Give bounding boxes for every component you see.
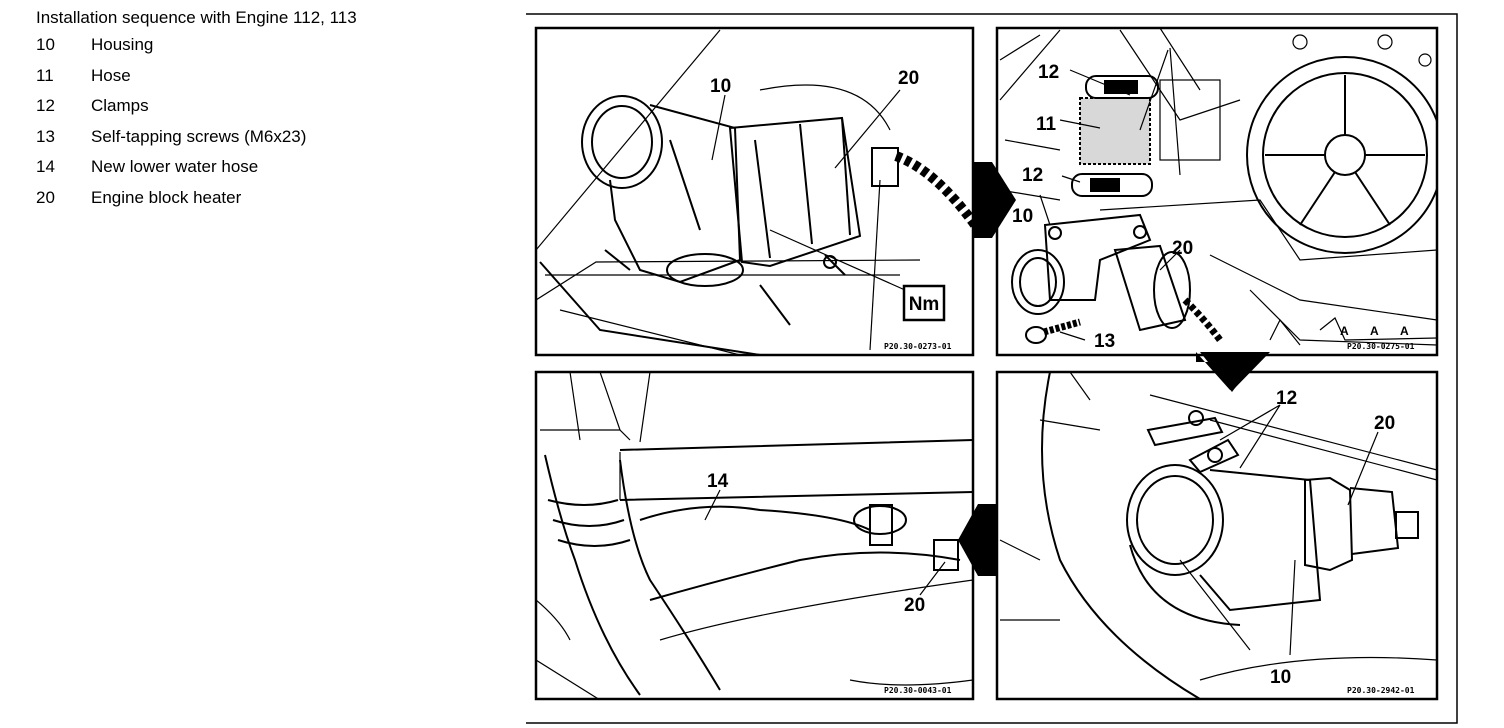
svg-text:A: A	[1340, 324, 1349, 338]
legend-row: 10 Housing	[36, 35, 396, 66]
legend-text: Self-tapping screws (M6x23)	[91, 126, 307, 146]
legend-number: 14	[36, 157, 55, 177]
panel-1-frame	[534, 26, 975, 357]
figure-code: P20.30-0275-01	[1347, 342, 1415, 351]
legend-text: Hose	[91, 65, 131, 85]
legend-text: New lower water hose	[91, 157, 259, 177]
panel-4: 12 20 10 P20.30-2942-01	[995, 370, 1439, 701]
label-20: 20	[1374, 413, 1395, 434]
label-12: 12	[1276, 388, 1297, 409]
legend-text: Housing	[91, 35, 154, 54]
legend-number: 11	[36, 65, 54, 85]
torque-box	[902, 284, 946, 322]
legend-text: Clamps	[91, 96, 149, 116]
label-10: 10	[1270, 667, 1291, 688]
figure-code: P20.30-2942-01	[1347, 686, 1415, 695]
legend-text: Engine block heater	[91, 187, 242, 207]
label-10: 10	[710, 76, 731, 97]
panel-4-frame	[995, 370, 1439, 701]
legend-number: 12	[36, 96, 55, 116]
panel-3-drawing	[536, 372, 973, 699]
figure-frame	[526, 13, 1458, 724]
legend-row: 20 Engine block heater	[36, 188, 396, 219]
label-12-top: 12	[1038, 62, 1059, 83]
panel-3-frame	[534, 370, 975, 701]
legend-number: 13	[36, 126, 55, 146]
panel-4-drawing	[999, 372, 1437, 699]
legend-number: 10	[36, 35, 55, 54]
legend-number: 20	[36, 187, 55, 207]
svg-text:A: A	[1370, 324, 1379, 338]
label-14: 14	[707, 471, 729, 492]
svg-text:A: A	[1400, 324, 1409, 338]
arrow-left-icon	[958, 504, 996, 576]
panel-3: 14 20 P20.30-0043-01	[534, 370, 975, 701]
panel-1-drawing	[536, 29, 973, 355]
legend: Installation sequence with Engine 112, 1…	[36, 6, 396, 219]
panel-2-drawing: A A A	[999, 28, 1437, 346]
legend-row: 13 Self-tapping screws (M6x23)	[36, 127, 396, 158]
label-20: 20	[1172, 238, 1193, 259]
label-20: 20	[904, 595, 925, 616]
label-20: 20	[898, 68, 919, 89]
legend-row: 14 New lower water hose	[36, 157, 396, 188]
panel-2: A A A 12 11 12 10 20 13 P20.30-0275-01	[995, 26, 1439, 357]
figure-code: P20.30-0043-01	[884, 686, 952, 695]
arrow-right-icon	[974, 162, 1016, 238]
label-13: 13	[1094, 331, 1115, 352]
panel-1: Nm 10 20 P20.30-0273-01	[534, 26, 975, 357]
legend-row: 11 Hose	[36, 66, 396, 97]
legend-title: Installation sequence with Engine 112, 1…	[36, 8, 357, 27]
arrow-down-head-icon	[1200, 352, 1262, 392]
label-10: 10	[1012, 206, 1033, 227]
label-12-bottom: 12	[1022, 165, 1043, 186]
figure-code: P20.30-0273-01	[884, 342, 952, 351]
label-11: 11	[1036, 114, 1057, 135]
legend-row: 12 Clamps	[36, 96, 396, 127]
torque-label: Nm	[909, 294, 940, 315]
